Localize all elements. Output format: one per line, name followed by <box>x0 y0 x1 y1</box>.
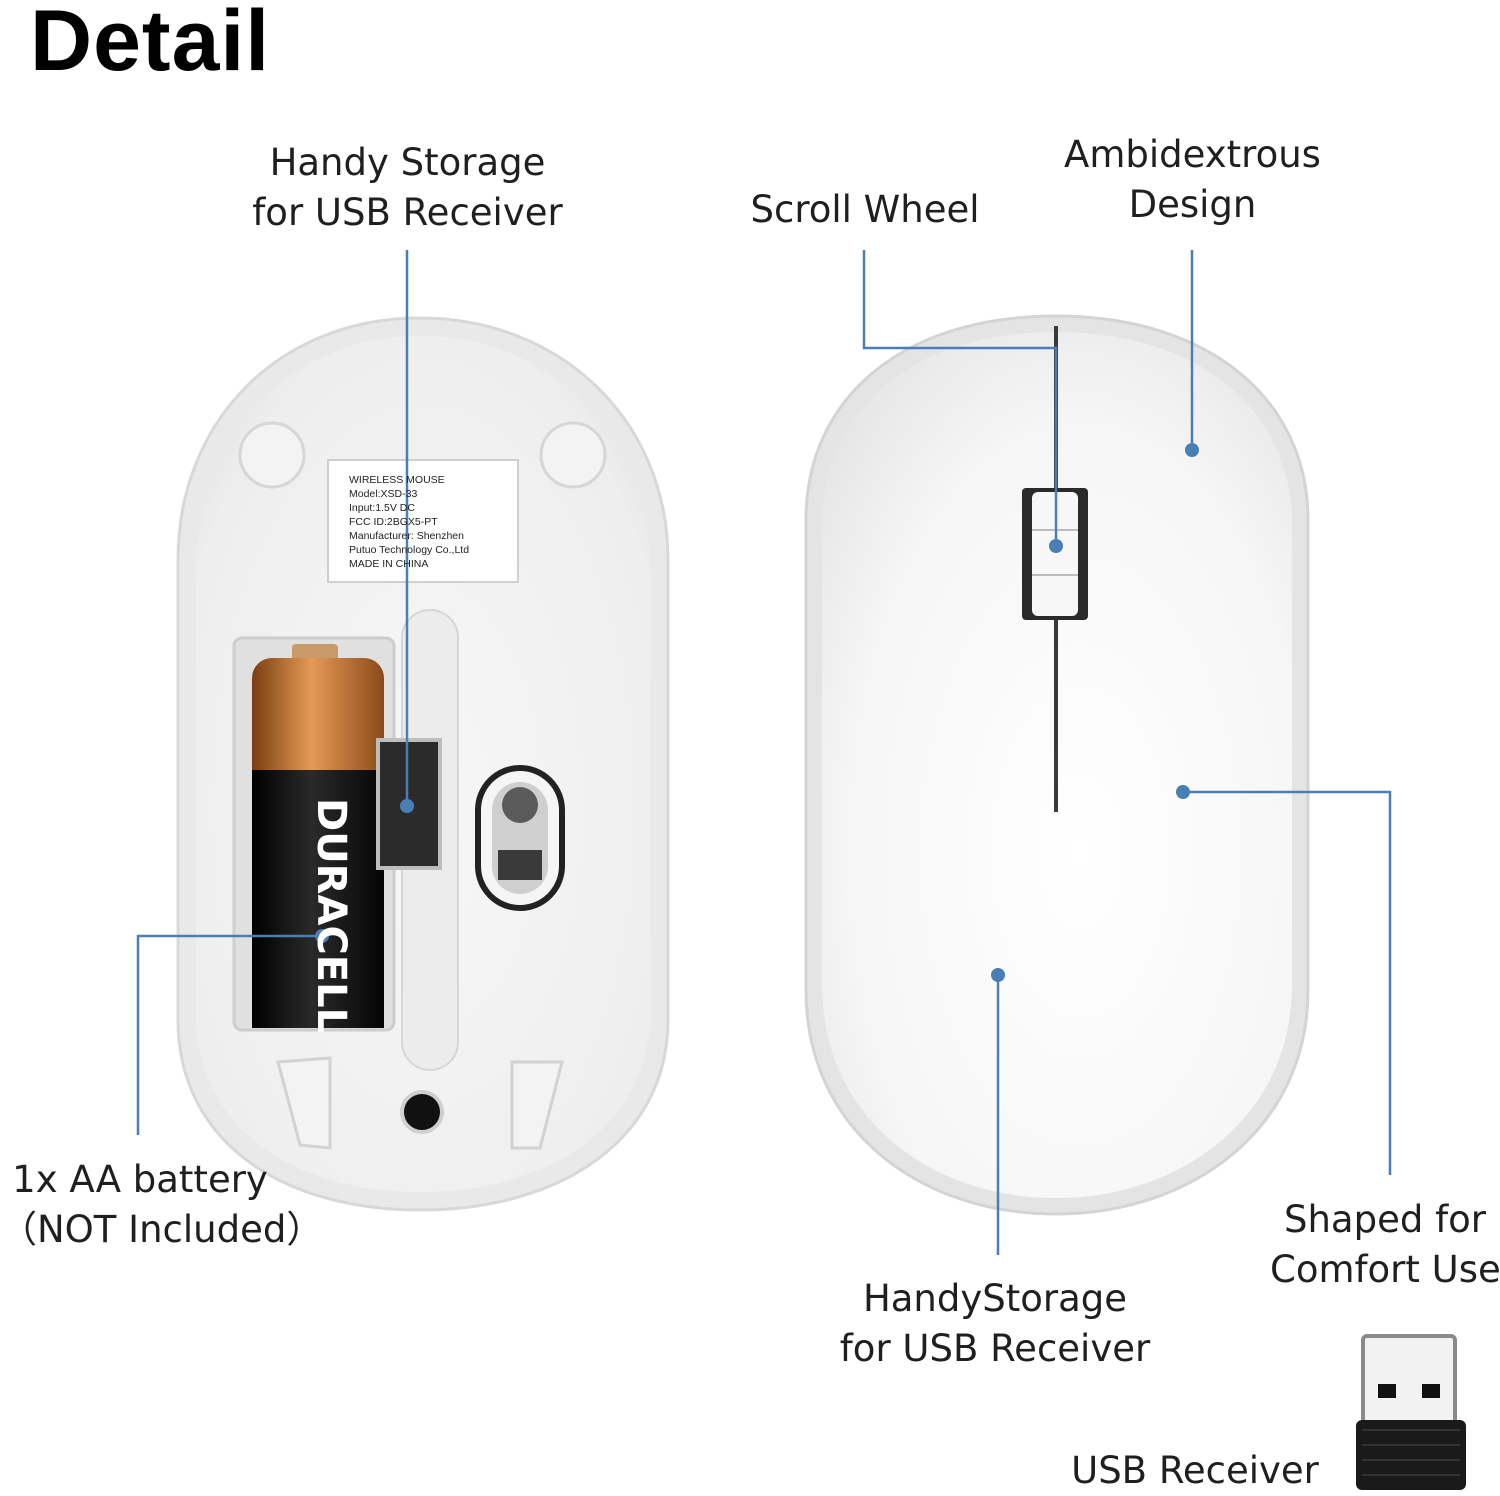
label-line: Putuo Technology Co.,Ltd <box>349 544 469 556</box>
label-line: Input:1.5V DC <box>349 502 415 514</box>
callout-dots <box>315 443 1199 982</box>
callout-handy-storage-bottom: Handy Storage for USB Receiver <box>252 141 563 234</box>
callout-usb-receiver: USB Receiver <box>1071 1449 1319 1492</box>
mouse-top-view <box>804 314 1310 1216</box>
label-line: FCC ID:2BGX5-PT <box>349 516 438 528</box>
callout-lines <box>136 250 1392 1255</box>
label-line: MADE IN CHINA <box>349 558 428 570</box>
callout-ambidextrous: Ambidextrous Design <box>1064 133 1321 226</box>
callout-battery: 1x AA battery （NOT Included） <box>0 1158 324 1251</box>
callout-shaped-comfort: Shaped for Comfort Use <box>1270 1198 1500 1291</box>
label-line: WIRELESS MOUSE <box>349 474 445 486</box>
callout-handy-storage-top: HandyStorage for USB Receiver <box>839 1277 1151 1370</box>
callout-scroll-wheel: Scroll Wheel <box>750 188 980 231</box>
usb-receiver-illustration <box>1356 1334 1466 1490</box>
label-line: Model:XSD-33 <box>349 488 417 500</box>
product-label-sticker: WIRELESS MOUSE Model:XSD-33 Input:1.5V D… <box>349 474 469 570</box>
label-line: Manufacturer: Shenzhen <box>349 530 464 542</box>
mouse-bottom-view <box>176 316 670 1212</box>
page-title: Detail <box>30 0 271 89</box>
battery-brand: DURACELL <box>308 798 354 1033</box>
